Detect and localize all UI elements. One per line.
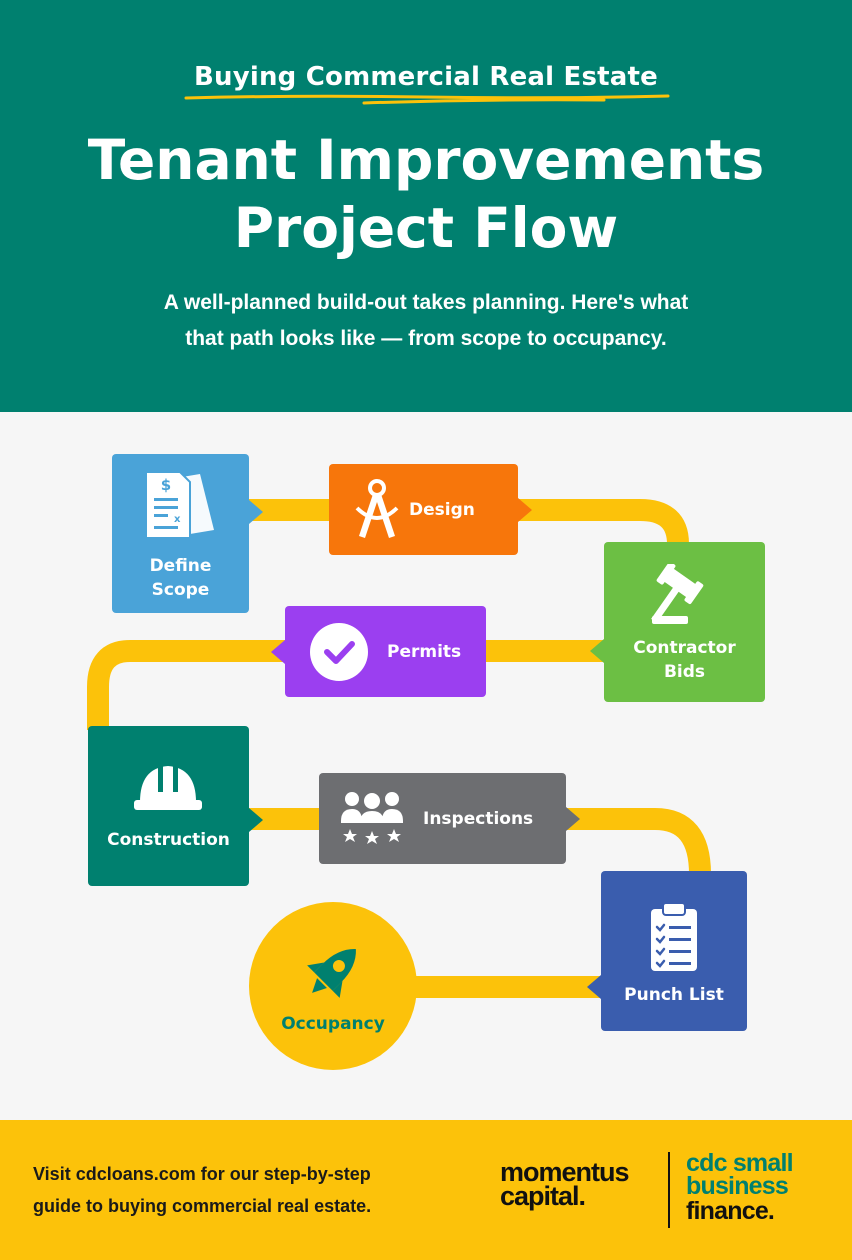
step-inspections-label: Inspections	[423, 809, 534, 829]
document-dollar-icon: $ x	[145, 471, 214, 539]
pointer-left-icon	[271, 640, 285, 664]
step-design: Design	[329, 464, 532, 555]
checkmark-circle-icon	[310, 623, 368, 681]
pointer-right-icon	[249, 808, 263, 832]
title-line-1: Tenant Improvements	[87, 128, 765, 192]
step-permits-label: Permits	[387, 642, 462, 662]
step-punch-list: Punch List	[587, 871, 747, 1031]
rocket-icon	[307, 949, 356, 998]
kicker-title: Buying Commercial Real Estate	[193, 62, 658, 92]
pointer-right-icon	[249, 500, 263, 524]
header-banner: Buying Commercial Real Estate Tenant Imp…	[0, 0, 852, 412]
drafting-compass-icon	[355, 479, 399, 538]
step-permits: Permits	[271, 606, 486, 697]
clipboard-checklist-icon	[651, 903, 697, 971]
momentus-capital-logo: momentus capital.	[500, 1157, 630, 1211]
step-contractor-bids: Contractor Bids	[590, 542, 765, 702]
hard-hat-icon	[134, 766, 202, 810]
step-define-scope: $ x Define Scope	[112, 454, 263, 613]
svg-text:$: $	[161, 476, 171, 494]
subtitle-line-2: that path looks like — from scope to occ…	[185, 327, 667, 350]
step-occupancy-label: Occupancy	[281, 1014, 385, 1034]
kicker-underline	[184, 94, 670, 105]
step-define-scope-label: Define Scope	[149, 556, 212, 600]
title-line-2: Project Flow	[233, 196, 619, 260]
step-occupancy: Occupancy	[249, 902, 417, 1070]
svg-text:x: x	[174, 514, 181, 525]
project-flow-diagram: $ x Define Scope Design	[0, 412, 852, 1120]
footer-cta-text: Visit cdcloans.com for our step-by-step …	[33, 1164, 372, 1216]
gavel-icon	[651, 564, 704, 624]
step-contractor-bids-label: Contractor Bids	[633, 638, 736, 682]
cdc-logo-finance: finance.	[686, 1197, 775, 1225]
people-stars-icon	[341, 792, 403, 844]
page-title: Tenant Improvements Project Flow	[0, 126, 852, 262]
pointer-right-icon	[518, 498, 532, 522]
step-punch-list-label: Punch List	[624, 985, 724, 1005]
pointer-left-icon	[590, 639, 604, 663]
footer-banner: Visit cdcloans.com for our step-by-step …	[0, 1120, 852, 1260]
pointer-right-icon	[566, 807, 580, 831]
step-inspections: Inspections	[319, 773, 580, 864]
cdc-small-business-finance-logo: cdc small business	[686, 1149, 794, 1200]
pointer-left-icon	[587, 975, 601, 999]
flow-path	[87, 499, 711, 998]
step-construction: Construction	[88, 726, 263, 886]
step-design-label: Design	[409, 500, 475, 520]
logo-divider	[668, 1152, 670, 1228]
page-subtitle: A well-planned build-out takes planning.…	[70, 285, 782, 357]
step-construction-label: Construction	[107, 830, 230, 850]
subtitle-line-1: A well-planned build-out takes planning.…	[163, 291, 689, 314]
